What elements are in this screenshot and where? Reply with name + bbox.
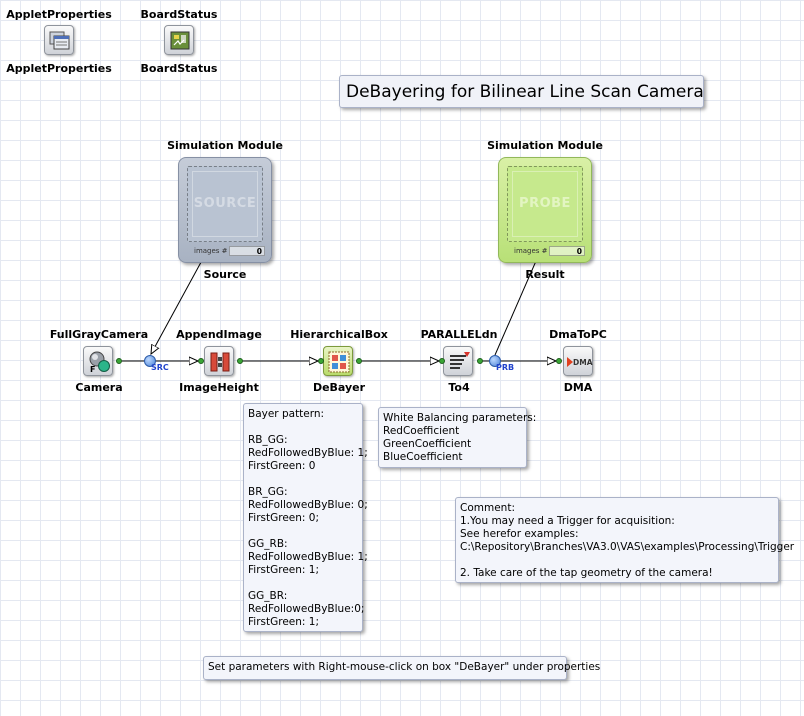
dma-icon-text: DMA (573, 358, 593, 367)
result-name: Result (525, 268, 565, 281)
simulation-source-module[interactable]: SOURCE images # 0 (178, 157, 272, 263)
to4-input-port[interactable] (439, 358, 445, 364)
to4-name-label: To4 (448, 381, 470, 394)
camera-type-label: FullGrayCamera (49, 328, 149, 341)
probe-watermark: PROBE (519, 196, 571, 211)
src-port[interactable] (144, 355, 156, 367)
debayer-input-port[interactable] (318, 358, 324, 364)
hierarchical-box-type-label: HierarchicalBox (290, 328, 388, 341)
applet-properties-icon[interactable] (44, 25, 74, 55)
source-header: Simulation Module (167, 139, 283, 152)
board-status-top-label: BoardStatus (140, 8, 218, 21)
to4-output-port[interactable] (477, 358, 483, 364)
applet-properties-top-label: AppletProperties (6, 8, 112, 21)
comment-note[interactable]: Comment: 1.You may need a Trigger for ac… (455, 497, 794, 583)
diagram-title: DeBayering for Bilinear Line Scan Camera (339, 75, 704, 108)
bayer-pattern-note[interactable]: Bayer pattern: RB_GG: RedFollowedByBlue:… (243, 403, 368, 632)
prb-port[interactable] (489, 355, 501, 367)
applet-properties-bottom-label: AppletProperties (6, 62, 112, 75)
white-balancing-note[interactable]: White Balancing parameters: RedCoefficie… (378, 407, 536, 468)
source-name: Source (203, 268, 247, 281)
append-image-output-port[interactable] (237, 358, 243, 364)
svg-text:F: F (90, 365, 95, 374)
probe-counter: 0 (549, 246, 585, 256)
board-status-bottom-label: BoardStatus (140, 62, 218, 75)
append-image-icon (210, 352, 230, 372)
debayer-hierarchical-box[interactable] (323, 346, 353, 376)
probe-counter-label: images # (514, 247, 548, 255)
src-port-label: SRC (151, 363, 169, 372)
debayer-output-port[interactable] (356, 358, 362, 364)
dma-input-port[interactable] (556, 358, 562, 364)
parallel-down-icon (450, 352, 470, 369)
parallel-dn-type-label: PARALLELdn (420, 328, 498, 341)
link-prb-result (494, 245, 543, 356)
camera-output-port[interactable] (116, 358, 122, 364)
append-image-operator[interactable] (204, 346, 234, 376)
dma-type-label: DmaToPC (549, 328, 607, 341)
source-counter: 0 (229, 246, 265, 256)
source-watermark: SOURCE (193, 196, 257, 211)
camera-operator[interactable]: F (83, 346, 113, 376)
camera-name-label: Camera (75, 381, 123, 394)
source-counter-label: images # (194, 247, 228, 255)
debayer-name-label: DeBayer (312, 381, 366, 394)
camera-icon: F (89, 351, 110, 374)
dma-operator[interactable]: DMA (563, 346, 593, 376)
append-image-type-label: AppendImage (176, 328, 262, 341)
board-status-icon[interactable] (164, 25, 194, 55)
to4-operator[interactable] (443, 346, 473, 376)
append-image-input-port[interactable] (198, 358, 204, 364)
prb-port-label: PRB (496, 363, 515, 372)
append-image-name-label: ImageHeight (179, 381, 259, 394)
probe-header: Simulation Module (487, 139, 603, 152)
dma-name-label: DMA (563, 381, 593, 394)
hierarchical-box-icon (328, 351, 350, 373)
dma-icon: DMA (567, 357, 593, 367)
set-parameters-note[interactable]: Set parameters with Right-mouse-click on… (203, 656, 600, 680)
simulation-probe-module[interactable]: PROBE images # 0 (498, 157, 592, 263)
